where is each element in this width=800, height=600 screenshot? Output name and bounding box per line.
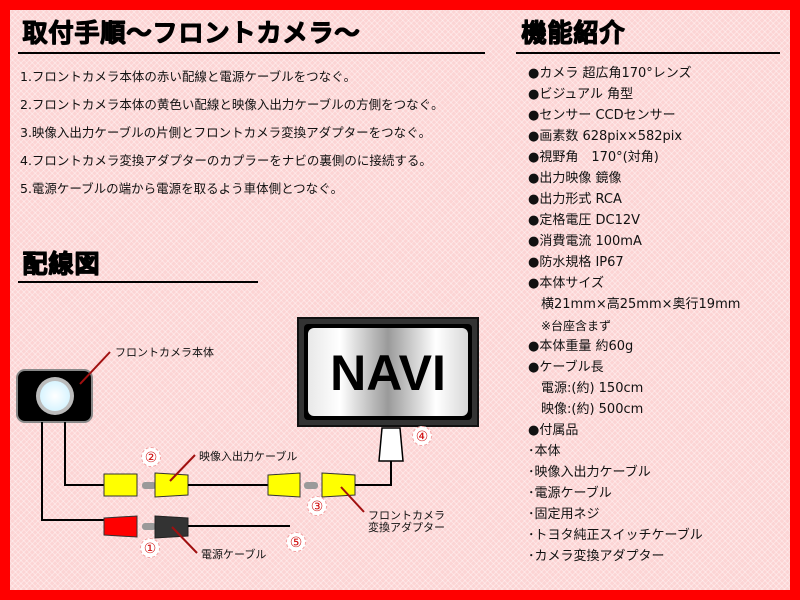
marker-2: ②: [141, 447, 161, 467]
feature-item: ･固定用ネジ: [528, 507, 600, 522]
label-camera-body: フロントカメラ本体: [115, 346, 214, 359]
feature-item: ●ビジュアル 角型: [528, 87, 634, 102]
feature-item: ･本体: [528, 444, 561, 459]
feature-item: ●出力形式 RCA: [528, 192, 622, 207]
install-step-1: 1.フロントカメラ本体の赤い配線と電源ケーブルをつなぐ。: [20, 69, 357, 84]
marker-5: ⑤: [286, 532, 306, 552]
feature-item: ●消費電流 100mA: [528, 234, 642, 249]
feature-item: ※台座含まず: [541, 319, 612, 333]
feature-item: ･トヨタ純正スイッチケーブル: [528, 528, 703, 543]
navi-unit-icon: NAVI: [297, 317, 479, 427]
feature-item: ･カメラ変換アダプター: [528, 549, 665, 564]
feature-item: 電源:(約) 150cm: [541, 381, 644, 396]
feature-item: ●画素数 628pix×582pix: [528, 129, 683, 144]
feature-item: ●付属品: [528, 423, 579, 438]
wiring-title: 配線図: [22, 249, 101, 278]
feature-item: ●視野角 170°(対角): [528, 150, 659, 165]
install-title-rule: [18, 52, 485, 54]
feature-item: ●ケーブル長: [528, 360, 604, 375]
features-title: 機能紹介: [521, 18, 626, 47]
wiring-title-rule: [18, 281, 258, 283]
label-adapter-line2: 変換アダプター: [368, 521, 445, 534]
feature-item: ●本体重量 約60g: [528, 339, 634, 354]
feature-item: 映像:(約) 500cm: [541, 402, 644, 417]
marker-1: ①: [140, 538, 160, 558]
page-frame: [10, 10, 790, 590]
feature-item: ●カメラ 超広角170°レンズ: [528, 66, 692, 81]
install-step-5: 5.電源ケーブルの端から電源を取るよう車体側とつなぐ。: [20, 181, 344, 196]
feature-item: ●センサー CCDセンサー: [528, 108, 676, 123]
label-power-cable: 電源ケーブル: [201, 548, 267, 561]
marker-3: ③: [307, 496, 327, 516]
features-title-rule: [516, 52, 780, 54]
install-step-3: 3.映像入出力ケーブルの片側とフロントカメラ変換アダプターをつなぐ。: [20, 125, 432, 140]
feature-item: ･映像入出力ケーブル: [528, 465, 651, 480]
feature-item: ●定格電圧 DC12V: [528, 213, 640, 228]
label-adapter-line1: フロントカメラ: [368, 509, 445, 522]
marker-4: ④: [412, 426, 432, 446]
feature-item: ●出力映像 鏡像: [528, 171, 622, 186]
install-step-2: 2.フロントカメラ本体の黄色い配線と映像入出力ケーブルの方側をつなぐ。: [20, 97, 444, 112]
feature-item: ･電源ケーブル: [528, 486, 612, 501]
feature-item: ●防水規格 IP67: [528, 255, 624, 270]
svg-text:NAVI: NAVI: [330, 345, 446, 401]
install-step-4: 4.フロントカメラ変換アダプターのカプラーをナビの裏側のに接続する。: [20, 153, 432, 168]
label-video-cable: 映像入出力ケーブル: [199, 450, 298, 463]
camera-body-icon: [16, 369, 93, 423]
install-title: 取付手順〜フロントカメラ〜: [22, 18, 361, 47]
video-cable-plug-yellow: [103, 473, 138, 497]
feature-item: 横21mm×高25mm×奥行19mm: [541, 297, 741, 312]
feature-item: ●本体サイズ: [528, 276, 604, 291]
